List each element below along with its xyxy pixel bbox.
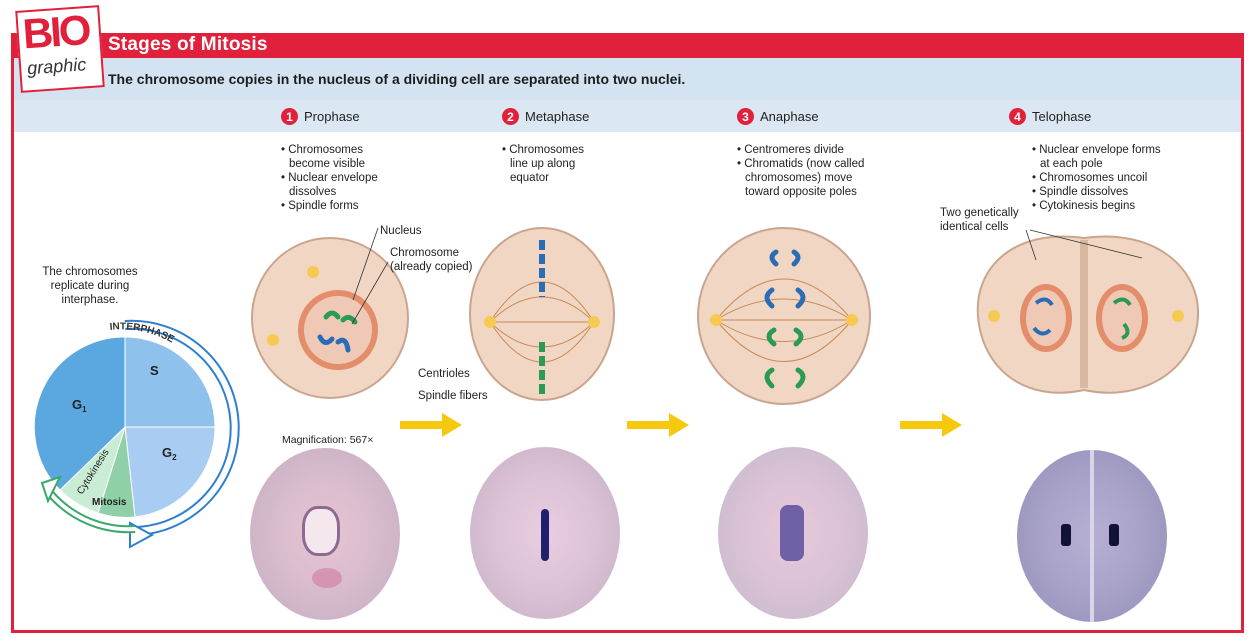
stage-1-header: 1 Prophase: [281, 108, 360, 125]
metaphase-micrograph: [470, 447, 620, 619]
stage-2-number: 2: [502, 108, 519, 125]
telophase-micrograph: [1017, 450, 1167, 622]
stage-arrow-icon: [400, 413, 462, 437]
stage-arrow-icon: [627, 413, 689, 437]
two-cells-label: Two genetically identical cells: [940, 206, 1030, 234]
telophase-micrograph-nucleus-right: [1109, 524, 1119, 546]
anaphase-micrograph: [718, 447, 868, 619]
interphase-note: The chromosomes replicate during interph…: [35, 265, 145, 307]
anaphase-micrograph-chromatids: [780, 505, 804, 561]
biographic-logo: BIO graphic: [15, 5, 105, 93]
anaphase-cell-illustration: [692, 218, 877, 408]
stage-2-bullet: • Chromosomes line up along equator: [502, 143, 602, 185]
stage-4-name: Telophase: [1032, 109, 1091, 124]
stage-1-bullets: • Chromosomes become visible • Nuclear e…: [281, 143, 401, 213]
metaphase-cell-illustration: [460, 222, 620, 407]
prophase-micrograph-spot: [312, 568, 342, 588]
stage-3-number: 3: [737, 108, 754, 125]
telophase-cell-illustration: [974, 228, 1202, 403]
centrioles-label: Centrioles: [418, 367, 470, 381]
stage-4-bullet: • Spindle dissolves: [1032, 185, 1172, 199]
stage-1-name: Prophase: [304, 109, 360, 124]
nucleus-label: Nucleus: [380, 224, 422, 238]
page-title: Stages of Mitosis: [108, 34, 268, 56]
stage-4-bullet: • Chromosomes uncoil: [1032, 171, 1172, 185]
stage-1-bullet: • Spindle forms: [281, 199, 401, 213]
telophase-micrograph-nucleus-left: [1061, 524, 1071, 546]
stage-3-bullet: • Chromatids (now called chromosomes) mo…: [737, 157, 872, 199]
prophase-centriole: [307, 266, 319, 278]
magnification-label: Magnification: 567×: [282, 433, 373, 447]
stage-4-header: 4 Telophase: [1009, 108, 1091, 125]
prophase-micrograph: [250, 448, 400, 620]
stage-1-number: 1: [281, 108, 298, 125]
s-label: S: [150, 363, 159, 378]
anaphase-centriole: [846, 314, 858, 326]
stage-arrow-icon: [900, 413, 962, 437]
telophase-centriole: [1172, 310, 1184, 322]
telophase-centriole: [988, 310, 1000, 322]
stage-4-number: 4: [1009, 108, 1026, 125]
stage-4-bullets: • Nuclear envelope forms at each pole • …: [1032, 143, 1172, 213]
prophase-nucleus-inner: [304, 296, 372, 364]
stage-3-bullets: • Centromeres divide • Chromatids (now c…: [737, 143, 872, 199]
logo-bio-text: BIO: [21, 8, 90, 56]
stage-1-bullet: • Nuclear envelope dissolves: [281, 171, 401, 199]
anaphase-centriole: [710, 314, 722, 326]
prophase-centriole: [267, 334, 279, 346]
telophase-micrograph-furrow: [1090, 450, 1094, 622]
page-subtitle: The chromosome copies in the nucleus of …: [108, 71, 685, 87]
stage-2-name: Metaphase: [525, 109, 589, 124]
stage-4-bullet: • Cytokinesis begins: [1032, 199, 1172, 213]
metaphase-centriole: [588, 316, 600, 328]
stage-3-header: 3 Anaphase: [737, 108, 819, 125]
stage-2-bullets: • Chromosomes line up along equator: [502, 143, 602, 185]
stage-1-bullet: • Chromosomes become visible: [281, 143, 401, 171]
prophase-micrograph-nucleus: [302, 506, 340, 556]
stage-3-bullet: • Centromeres divide: [737, 143, 872, 157]
spindle-fibers-label: Spindle fibers: [418, 389, 488, 403]
logo-graphic-text: graphic: [27, 54, 87, 78]
stage-2-header: 2 Metaphase: [502, 108, 589, 125]
metaphase-centriole: [484, 316, 496, 328]
cell-cycle-diagram: INTERPHASE S G1 G2 Cytokinesis Mitosis: [20, 305, 240, 550]
stage-4-bullet: • Nuclear envelope forms at each pole: [1032, 143, 1172, 171]
stage-3-name: Anaphase: [760, 109, 819, 124]
metaphase-micrograph-plate: [541, 509, 549, 561]
mitosis-label: Mitosis: [92, 497, 127, 508]
